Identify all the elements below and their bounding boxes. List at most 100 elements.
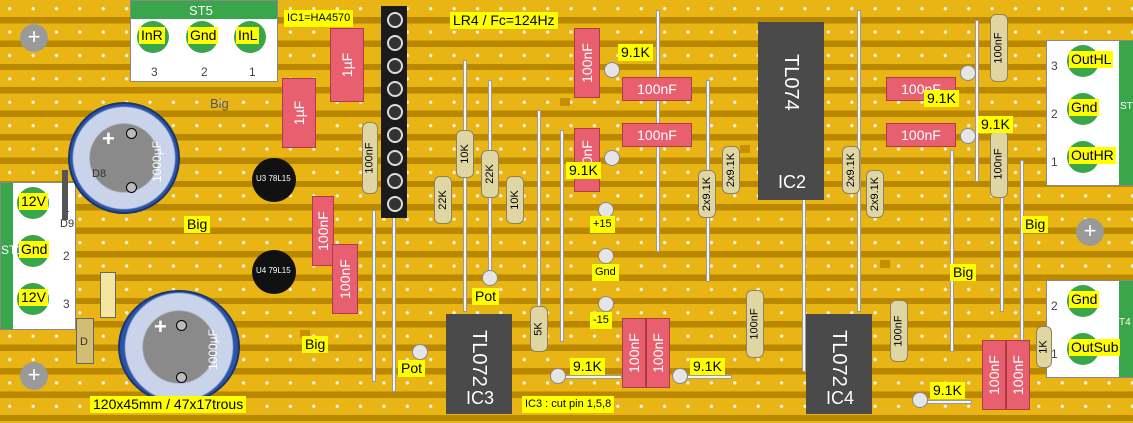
jumper-wire [537,110,541,322]
jumper-wire [1020,160,1024,342]
st4-name: T4 [1119,317,1131,328]
pin-header [381,6,407,218]
resistor-2x9k1: 2x9.1K [698,170,716,218]
capacitor-1uf-a: 1µF [330,28,364,102]
terminal-st4: Gnd OutSub 2 1 T4 [1046,280,1133,378]
capacitor-100nf: 100nF [982,340,1006,410]
big-label: Big [184,216,211,233]
st3-pin-gnd: Gnd [1067,93,1100,125]
track-cut [300,330,310,338]
st5-num-1: 1 [249,65,256,79]
diode-d-label: D [80,336,88,348]
capacitor-100nf: 100nF [1006,340,1030,410]
jumper-wire [950,150,954,352]
mount-hole-top-left: + [20,24,48,52]
ic4-tl072: TL072 IC4 [806,314,872,414]
st3-name: ST3 [1120,101,1133,112]
resistor-2x9k1: 2x9.1K [722,146,740,194]
terminal-st3: OutHL Gnd OutHR 3 2 1 ST3 [1046,40,1133,186]
size-label: 120x45mm / 47x17trous [90,396,247,413]
st5-num-3: 3 [151,65,158,79]
resistor-9k1-label: 9.1K [618,44,653,61]
jumper-wire [975,20,979,182]
st1-num-3: 3 [63,297,70,311]
track-cut [740,145,750,153]
ic3-tl072: TL072 IC3 [446,314,512,414]
regulator-78l15: U3 78L15 [252,158,296,202]
capacitor-100nf: 100nF [886,123,956,147]
resistor-pad [604,62,620,78]
big-label-faint: Big [210,96,229,111]
capacitor-100nf-ceramic: 100nF [990,130,1008,198]
resistor-9k1-label: 9.1K [690,358,725,375]
resistor-pad [604,150,620,166]
jumper-wire [560,130,564,342]
resistor-pad [960,128,976,144]
power-label-plus15: +15 [590,216,615,233]
diode-d8 [62,170,68,220]
capacitor-100nf: 100nF [622,318,646,388]
pot-pad [482,270,498,286]
diode-d8-label: D8 [92,168,107,180]
jumper-wire [372,210,376,382]
resistor-pad [960,65,976,81]
resistor-pad [672,368,688,384]
resistor-2x9k1: 2x9.1K [866,170,884,218]
resistor-9k1-label: 9.1K [930,382,965,399]
jumper-wire [463,60,467,312]
power-pad-gnd [598,248,614,264]
st3-num-2: 2 [1051,107,1058,121]
power-label-gnd: Gnd [592,264,619,281]
st3-num-3: 3 [1051,59,1058,73]
filter-label: LR4 / Fc=124Hz [450,12,558,29]
capacitor-100nf-ceramic: 100nF [890,300,908,362]
jumper-wire [392,210,396,392]
mount-hole-right: + [1076,218,1104,246]
st5-pin-inl: InL [234,21,266,53]
power-label-minus15: -15 [590,312,612,329]
resistor-pad [550,368,566,384]
resistor-9k1-label: 9.1K [924,90,959,107]
st5-pin-inr: InR [137,21,169,53]
terminal-st5: ST5 InR Gnd InL 3 2 1 [130,0,278,82]
st5-pin-gnd: Gnd [186,21,219,53]
capacitor-1uf-b: 1µF [282,78,316,148]
ic2-tl074: TL074 IC2 [758,22,824,200]
big-label: Big [1022,216,1049,233]
resistor-pad [912,392,928,408]
st3-num-1: 1 [1051,155,1058,169]
capacitor-100nf: 100nF [646,318,670,388]
capacitor-100nf-ceramic: 100nF [990,14,1008,82]
track-cut [880,260,890,268]
st3-pin-outhr: OutHR [1067,141,1116,173]
diode-d [100,272,116,318]
pot-label: Pot [398,360,426,377]
capacitor-100nf: 100nF [622,77,692,101]
st4-num-2: 2 [1051,299,1058,313]
capacitor-100nf: 100nF [574,128,600,192]
mount-hole-bottom-left: + [20,362,48,390]
st4-num-1: 1 [1051,347,1058,361]
resistor-9k1-label: 9.1K [566,162,601,179]
resistor-1k: 1K [1036,326,1052,368]
pot-label: Pot [472,288,500,305]
capacitor-100nf-ceramic: 100nF [362,122,378,194]
diode-d-lower [76,318,94,364]
track-cut [560,98,570,106]
terminal-st5-name: ST5 [189,3,213,18]
big-label: Big [950,264,977,281]
resistor-22k: 22K [434,176,452,224]
capacitor-100nf: 100nF [312,196,334,266]
capacitor-1000uf-top: + 1000µF [68,102,180,214]
resistor-9k1-label: 9.1K [978,116,1013,133]
st3-pin-outhl: OutHL [1067,45,1114,77]
pot-pad [412,344,428,360]
diode-d9-label: D9 [60,218,75,230]
resistor-9k1-label: 9.1K [570,358,605,375]
resistor-10k: 10K [506,176,524,224]
resistor-5k: 5K [530,306,548,352]
st1-pin-12v-top: 12V [17,187,49,219]
resistor-10k: 10K [456,130,474,178]
resistor-22k: 22K [481,150,499,198]
